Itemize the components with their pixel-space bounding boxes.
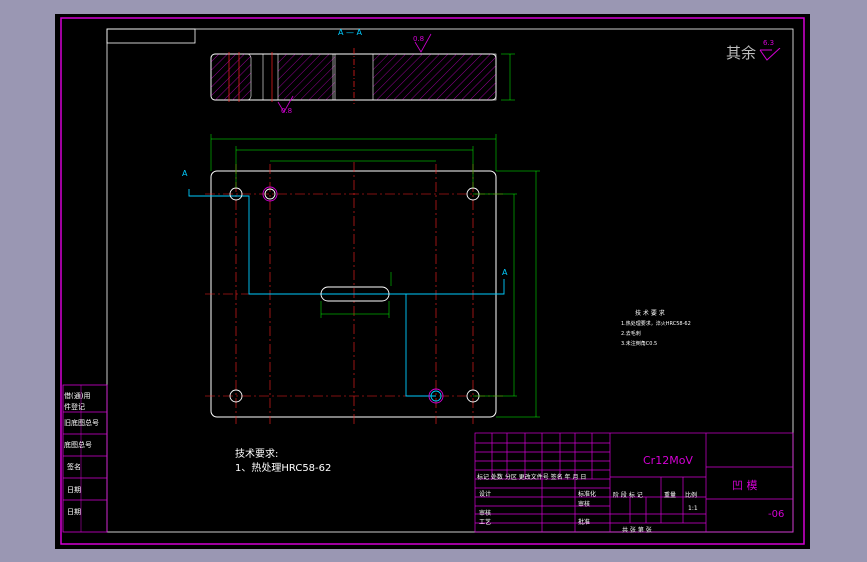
inner-border: [106, 28, 794, 533]
roughness-symbol-icon: [759, 48, 781, 61]
strip-label-2: 旧底图总号: [64, 419, 99, 427]
row-mid-2: 批准: [578, 519, 591, 526]
surface-top-value: 0.8: [413, 35, 425, 43]
row-mid-0: 标准化: [578, 491, 597, 498]
row-left-1: 审核: [479, 510, 492, 517]
scale-value: 1:1: [688, 505, 698, 512]
sheet-info: 共 张 第 张: [622, 527, 652, 534]
col-scale: 比例: [685, 492, 698, 499]
title-block: [474, 432, 794, 533]
small-notes-title: 技 术 要 求: [635, 310, 665, 317]
row-left-0: 设计: [479, 491, 492, 498]
strip-label-4: 签名: [67, 463, 81, 471]
left-strip: [62, 384, 108, 533]
material: Cr12MoV: [643, 454, 693, 467]
small-notes-line-3: 3.未注倒角C0.5: [621, 341, 658, 347]
strip-label-0: 借(通)用: [64, 392, 91, 400]
outer-border: [60, 17, 805, 545]
roughness-value: 6.3: [763, 39, 775, 47]
strip-label-1: 件登记: [64, 403, 85, 411]
strip-label-6: 日期: [67, 508, 81, 516]
drawing-number: -06: [768, 509, 785, 520]
drawing-canvas: [60, 17, 805, 545]
small-notes-line-2: 2.去毛刺: [621, 331, 641, 337]
cut-label-right: A: [502, 268, 508, 277]
plan-view: [188, 134, 540, 426]
section-view: [210, 33, 515, 113]
cut-label-left: A: [182, 169, 188, 178]
corner-box: [106, 28, 196, 44]
header-row: 标记 处数 分区 更改文件号 签名 年 月 日: [477, 474, 587, 481]
strip-label-3: 底图总号: [64, 441, 92, 449]
drawing-sheet: A — A 0.8 0.8 A A 其余 6.3 借(通)用 件登记 旧底图总号…: [55, 14, 810, 549]
surface-bottom-value: 0.8: [281, 107, 293, 115]
col-stage: 阶 段 标 记: [613, 492, 643, 499]
tech-req-item-1: 1、热处理HRC58-62: [235, 463, 332, 474]
roughness-label: 其余: [726, 44, 757, 62]
row-mid2-1: 审核: [578, 501, 591, 508]
section-label: A — A: [338, 28, 363, 37]
strip-label-5: 日期: [67, 486, 81, 494]
tech-req-title: 技术要求:: [235, 449, 279, 460]
col-weight: 重量: [664, 492, 677, 499]
row-left-2: 工艺: [479, 519, 492, 526]
small-notes-line-1: 1.热处理要求，淬火HRC58-62: [621, 321, 691, 327]
part-name: 凹 模: [732, 479, 758, 492]
